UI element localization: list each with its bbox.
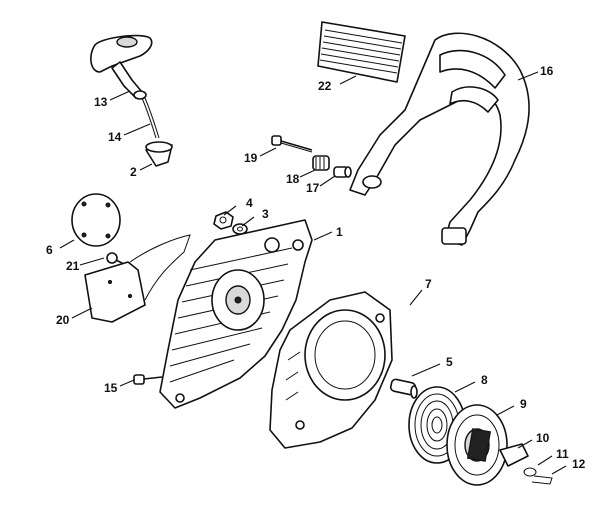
callout-22: 22 bbox=[318, 79, 332, 93]
callout-10: 10 bbox=[536, 431, 550, 445]
callout-17: 17 bbox=[306, 181, 320, 195]
callout-11: 11 bbox=[556, 447, 569, 461]
part-10-pawl bbox=[499, 443, 529, 467]
callout-6: 6 bbox=[46, 243, 53, 257]
part-14-starter-rope bbox=[141, 97, 160, 139]
part-2-rope-guide bbox=[145, 141, 173, 167]
callout-4: 4 bbox=[246, 196, 253, 210]
part-20-cover-plate bbox=[84, 234, 191, 323]
leader-lines bbox=[59, 71, 567, 475]
callout-21: 21 bbox=[66, 259, 80, 273]
part-19-screw bbox=[271, 135, 313, 153]
part-18-bushing bbox=[312, 155, 330, 171]
callout-1: 1 bbox=[336, 225, 343, 239]
part-12-spring bbox=[531, 475, 553, 485]
callout-12: 12 bbox=[572, 457, 586, 471]
part-13-starter-grip bbox=[90, 34, 153, 100]
callout-7: 7 bbox=[425, 277, 432, 291]
callout-5: 5 bbox=[446, 355, 453, 369]
part-16-hand-guard bbox=[349, 32, 530, 246]
part-3-washer bbox=[232, 223, 248, 235]
callout-20: 20 bbox=[56, 313, 70, 327]
part-5-pin bbox=[389, 378, 418, 399]
part-17-sleeve bbox=[333, 166, 352, 178]
part-11-spring-clip bbox=[523, 467, 537, 477]
part-22-decal bbox=[317, 21, 406, 83]
callout-9: 9 bbox=[520, 397, 527, 411]
callout-15: 15 bbox=[104, 381, 118, 395]
callout-labels: 22 16 13 14 2 19 18 17 4 3 1 6 21 20 7 1… bbox=[46, 64, 586, 471]
callout-8: 8 bbox=[481, 373, 488, 387]
callout-2: 2 bbox=[130, 165, 137, 179]
part-6-disc bbox=[71, 193, 121, 247]
callout-13: 13 bbox=[94, 95, 108, 109]
callout-16: 16 bbox=[540, 64, 554, 78]
callout-3: 3 bbox=[262, 207, 269, 221]
part-7-starter-housing bbox=[269, 291, 393, 449]
callout-19: 19 bbox=[244, 151, 258, 165]
part-4-nut bbox=[213, 211, 234, 230]
part-9-rope-rotor bbox=[446, 404, 508, 486]
part-15-screw bbox=[133, 374, 163, 385]
callout-18: 18 bbox=[286, 172, 300, 186]
callout-14: 14 bbox=[108, 130, 122, 144]
part-1-fan-housing bbox=[159, 219, 313, 409]
